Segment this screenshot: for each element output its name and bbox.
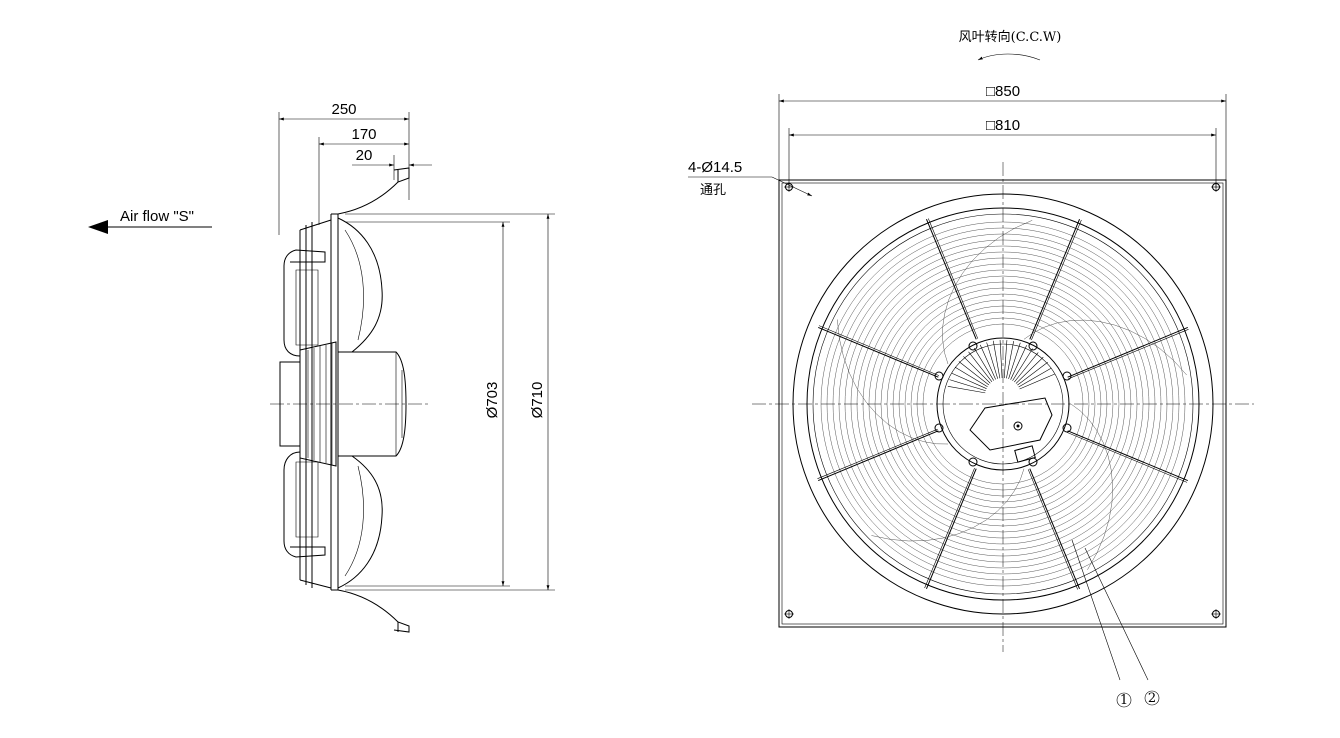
dim-710-label: Ø710 (529, 382, 546, 419)
dim-250-label: 250 (331, 101, 356, 118)
fan-blades (837, 220, 1187, 570)
terminal-box (969, 397, 1053, 451)
rotation-arrow (977, 53, 1041, 61)
corner-holes (784, 182, 1221, 619)
airflow-label: Air flow "S" (120, 208, 194, 225)
hole-spec-label: 4-Ø14.5 (688, 159, 742, 176)
front-view: 风叶转向(C.C.W) □850 □810 4-Ø14.5 通孔 (688, 29, 1254, 708)
hole-note-label: 通孔 (700, 183, 726, 198)
rotation-label: 风叶转向(C.C.W) (959, 29, 1062, 45)
dim-810-label: □810 (986, 117, 1020, 134)
callout-2-label: 2 (1148, 691, 1156, 706)
side-view: Air flow "S" 250 170 20 Ø703 Ø710 (88, 101, 555, 633)
dim-703-label: Ø703 (484, 382, 501, 419)
callout-1-label: 1 (1120, 693, 1128, 708)
mounting-plate (778, 179, 1227, 628)
airflow-arrow (88, 220, 212, 234)
callout-2-marker (1144, 690, 1160, 706)
dim-20-label: 20 (356, 147, 373, 164)
dim-850-label: □850 (986, 83, 1020, 100)
dim-170-label: 170 (351, 126, 376, 143)
callout-1-marker (1116, 692, 1132, 708)
